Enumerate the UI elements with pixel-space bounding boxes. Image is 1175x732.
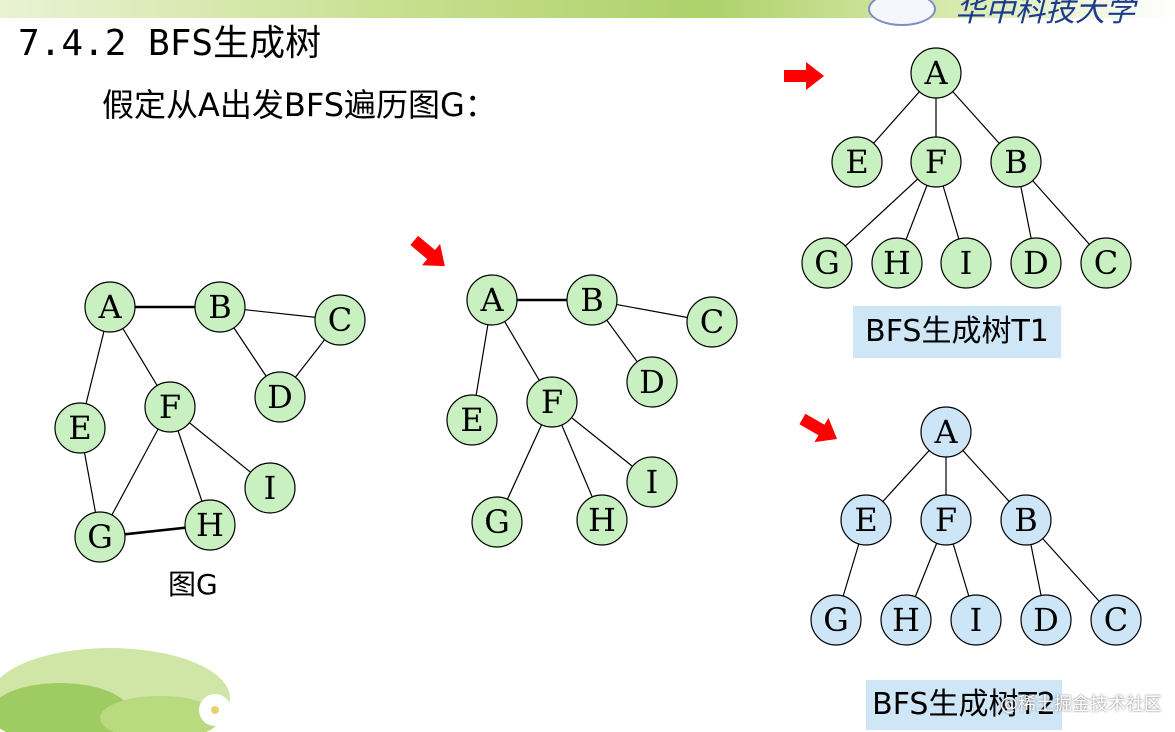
bfs-graph-node-d: D: [626, 356, 678, 408]
tree-t2-node-h: H: [880, 594, 932, 646]
tree-t2-node-e: E: [840, 494, 892, 546]
tree-t1-node-e: E: [831, 136, 883, 188]
tree-t2-node-label-c: C: [1104, 601, 1128, 639]
bfs-graph-node-i: I: [626, 456, 678, 508]
bfs-graph-node-h: H: [576, 494, 628, 546]
school-name-banner: 华中科技大学: [955, 0, 1135, 29]
arrow-down-right-icon-middle: [410, 235, 445, 267]
tree-t2-node-g: G: [810, 594, 862, 646]
watermark: @稀土掘金技术社区: [1000, 694, 1162, 715]
tree-t1-node-d: D: [1010, 237, 1062, 289]
graph-g-caption: 图G: [168, 568, 218, 601]
tree-t1-node-label-h: H: [883, 244, 911, 282]
graph-g-node-g: G: [74, 511, 126, 563]
tree-t2-node-label-b: B: [1014, 501, 1038, 539]
graph-g-node-i: I: [244, 462, 296, 514]
bfs-graph-node-b: B: [566, 274, 618, 326]
bfs-graph-node-label-i: I: [646, 463, 659, 501]
tree-t2-node-label-d: D: [1033, 601, 1059, 639]
bfs-graph-node-label-e: E: [460, 401, 483, 439]
tree-t1-node-label-d: D: [1023, 244, 1049, 282]
bfs-graph-node-label-h: H: [588, 501, 616, 539]
bfs-graph-node-label-f: F: [541, 383, 563, 421]
graph-g-node-label-g: G: [87, 518, 113, 556]
graph-g-node-label-d: D: [267, 378, 293, 416]
tree-t2-node-label-f: F: [935, 501, 957, 539]
tree-t2-node-b: B: [1000, 494, 1052, 546]
bfs-graph-node-f: F: [526, 376, 578, 428]
tree-t1-node-label-e: E: [845, 143, 868, 181]
tree-t1-node-label-i: I: [960, 244, 973, 282]
tree-t1-node-label-f: F: [925, 143, 947, 181]
graph-g-node-label-e: E: [68, 409, 91, 447]
school-logo: [868, 0, 936, 26]
bfs-graph-node-label-b: B: [580, 281, 604, 319]
tree-t1-node-i: I: [940, 237, 992, 289]
graph-g-node-label-c: C: [328, 301, 352, 339]
flower-decoration: [0, 648, 255, 732]
tree-t2-node-d: D: [1020, 594, 1072, 646]
graph-g-node-h: H: [184, 499, 236, 551]
bfs-graph-node-label-d: D: [639, 363, 665, 401]
tree-t2-node-label-h: H: [892, 601, 920, 639]
tree-t2-label: BFS生成树T2: [866, 680, 1062, 730]
bfs-graph-node-e: E: [446, 394, 498, 446]
tree-t1-node-a: A: [910, 47, 962, 99]
tree-t1-node-g: G: [801, 237, 853, 289]
graph-g-node-f: F: [144, 381, 196, 433]
tree-t2-node-label-a: A: [933, 413, 958, 451]
tree-t2-node-label-g: G: [823, 601, 849, 639]
tree-t2-node-f: F: [920, 494, 972, 546]
bfs-graph-node-label-c: C: [700, 303, 724, 341]
tree-t1-node-f: F: [910, 136, 962, 188]
bfs-graph-node-label-a: A: [479, 281, 504, 319]
graph-g-node-label-h: H: [196, 506, 224, 544]
graph-g-node-label-i: I: [264, 469, 277, 507]
tree-t1-node-label-g: G: [814, 244, 840, 282]
graph-g-node-c: C: [314, 294, 366, 346]
tree-t2-node-a: A: [920, 406, 972, 458]
graph-g-node-label-a: A: [97, 288, 122, 326]
graph-g-node-label-b: B: [208, 288, 232, 326]
bfs-graph-node-a: A: [466, 274, 518, 326]
tree-t2-node-label-e: E: [854, 501, 877, 539]
tree-t2-node-c: C: [1090, 594, 1142, 646]
arrow-down-right-icon-lower: [799, 413, 838, 443]
tree-t2-node-i: I: [950, 594, 1002, 646]
tree-t1-label: BFS生成树T1: [853, 306, 1061, 358]
bfs-graph-node-c: C: [686, 296, 738, 348]
bfs-graph-node-label-g: G: [484, 503, 510, 541]
graph-g-node-a: A: [84, 281, 136, 333]
tree-t1-node-c: C: [1080, 237, 1132, 289]
slide-subtitle: 假定从A出发BFS遍历图G：: [102, 86, 497, 124]
tree-t1-node-h: H: [871, 237, 923, 289]
graph-g-node-label-f: F: [159, 388, 181, 426]
tree-t1-node-label-c: C: [1094, 244, 1118, 282]
tree-t1-node-label-a: A: [923, 54, 948, 92]
tree-t2-node-label-i: I: [970, 601, 983, 639]
graph-g-node-d: D: [254, 371, 306, 423]
tree-t1-node-b: B: [990, 136, 1042, 188]
arrow-right-icon-top: [784, 62, 824, 90]
graph-g-node-e: E: [54, 402, 106, 454]
graph-g-node-b: B: [194, 281, 246, 333]
tree-t1-node-label-b: B: [1004, 143, 1028, 181]
bfs-graph-node-g: G: [471, 496, 523, 548]
slide-title: 7.4.2 BFS生成树: [18, 23, 322, 64]
